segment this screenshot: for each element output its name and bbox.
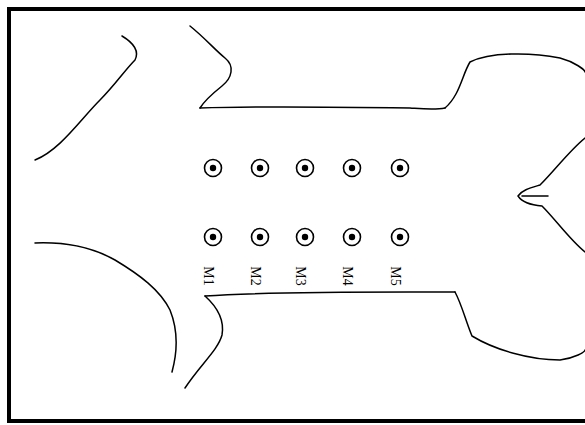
electrode-ring — [392, 229, 409, 246]
electrode-ring — [252, 160, 269, 177]
electrode-ring — [205, 229, 222, 246]
electrode-symbol — [205, 229, 222, 246]
animal-outline — [35, 26, 585, 388]
electrode-dot — [397, 234, 403, 240]
electrode-dot — [257, 165, 263, 171]
tail-vent — [518, 138, 585, 252]
electrode-dot — [349, 234, 355, 240]
electrode-label: M2 — [248, 266, 262, 285]
hind-limb-lower — [455, 292, 585, 360]
electrode-dot — [210, 234, 216, 240]
front-limb-lower — [35, 243, 176, 372]
hind-limb-upper — [445, 54, 585, 108]
electrode-dot — [397, 165, 403, 171]
frame-border — [9, 9, 585, 421]
frame — [9, 9, 585, 421]
electrode-ring — [252, 229, 269, 246]
electrode-symbol — [297, 160, 314, 177]
front-toe-lower — [185, 296, 223, 388]
electrode-ring — [205, 160, 222, 177]
electrode-symbol — [344, 160, 361, 177]
vent-line — [522, 195, 548, 197]
electrode-symbol — [297, 229, 314, 246]
electrode-dot — [302, 234, 308, 240]
body-upper-edge — [200, 107, 445, 109]
electrode-dot — [302, 165, 308, 171]
electrode-dot — [210, 165, 216, 171]
electrode-symbol — [252, 160, 269, 177]
electrode-label: M3 — [293, 266, 307, 285]
electrode-symbol — [252, 229, 269, 246]
electrode-ring — [344, 229, 361, 246]
electrode-array — [205, 160, 409, 246]
front-toe-upper — [190, 26, 231, 108]
electrode-symbol — [344, 229, 361, 246]
electrode-ring — [297, 229, 314, 246]
electrode-label: M4 — [340, 266, 354, 285]
front-limb-upper — [35, 36, 137, 160]
electrode-label: M1 — [201, 266, 215, 285]
electrode-ring — [392, 160, 409, 177]
electrode-label: M5 — [388, 266, 402, 285]
electrode-dot — [349, 165, 355, 171]
electrode-ring — [344, 160, 361, 177]
electrode-symbol — [392, 160, 409, 177]
electrode-ring — [297, 160, 314, 177]
electrode-dot — [257, 234, 263, 240]
body-lower-edge — [205, 292, 455, 296]
electrode-symbol — [205, 160, 222, 177]
electrode-symbol — [392, 229, 409, 246]
